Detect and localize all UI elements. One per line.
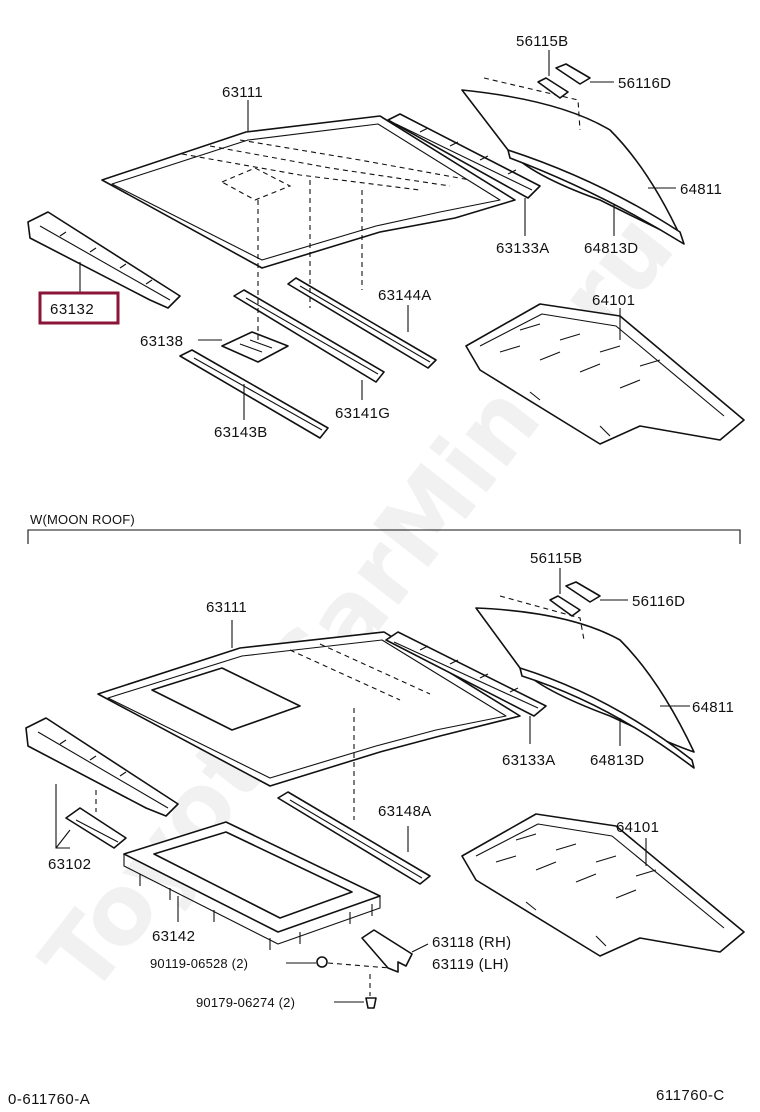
stopper-2[interactable] xyxy=(555,63,591,85)
label-stopper-2[interactable]: 56116D xyxy=(618,75,671,92)
label-roof-panel[interactable]: 63111 xyxy=(222,84,263,101)
label-back-window[interactable]: 64811 xyxy=(680,181,722,198)
label-package-tray-moon[interactable]: 64101 xyxy=(616,819,659,836)
roof-bow-1[interactable] xyxy=(287,277,437,369)
rear-header-moon[interactable] xyxy=(385,631,547,717)
front-header-panel[interactable] xyxy=(27,211,181,309)
label-roof-panel-moon[interactable]: 63111 xyxy=(206,599,247,616)
label-stopper-1-moon[interactable]: 56115B xyxy=(530,550,582,567)
label-bow-2[interactable]: 63141G xyxy=(335,405,390,422)
roof-panel[interactable] xyxy=(101,115,516,269)
front-header-bracket[interactable] xyxy=(65,807,127,849)
align-bolt xyxy=(327,962,391,969)
label-weatherstrip[interactable]: 64813D xyxy=(584,240,638,257)
label-front-header[interactable]: 63132 xyxy=(50,301,94,318)
back-window-glass-moon[interactable] xyxy=(475,607,695,769)
label-reinforcement[interactable]: 63138 xyxy=(140,333,183,350)
roof-bow-3[interactable] xyxy=(179,349,329,439)
label-bow-3[interactable]: 63143B xyxy=(214,424,268,441)
roof-panel-moon[interactable] xyxy=(97,631,521,787)
label-front-header-moon[interactable]: 63102 xyxy=(48,856,91,873)
moon-roof-frame[interactable] xyxy=(123,821,381,950)
front-header-moon[interactable] xyxy=(25,717,179,817)
label-frame[interactable]: 63142 xyxy=(152,928,195,945)
roof-bow-moon[interactable] xyxy=(277,791,431,885)
label-bracket-rh[interactable]: 63118 (RH) xyxy=(432,934,511,951)
package-tray[interactable] xyxy=(465,303,745,445)
label-stopper-1[interactable]: 56115B xyxy=(516,33,568,50)
section-bracket xyxy=(27,529,741,544)
align-stopper-moon xyxy=(499,595,585,641)
stopper-2-moon[interactable] xyxy=(565,581,601,603)
stopper-1-moon[interactable] xyxy=(549,595,581,617)
leader-side-bracket xyxy=(411,943,429,953)
label-clip[interactable]: 90179-06274 (2) xyxy=(196,995,295,1010)
moon-roof-heading: W(MOON ROOF) xyxy=(30,512,135,527)
label-back-window-moon[interactable]: 64811 xyxy=(692,699,734,716)
label-bracket-lh[interactable]: 63119 (LH) xyxy=(432,956,509,973)
rear-header-panel[interactable] xyxy=(387,113,541,199)
label-rear-header[interactable]: 63133A xyxy=(496,240,550,257)
bottom-section: W(MOON ROOF) 63111 63133A xyxy=(25,512,745,1010)
stopper-1[interactable] xyxy=(537,77,569,99)
clip[interactable] xyxy=(365,997,377,1009)
label-bolt[interactable]: 90119-06528 (2) xyxy=(150,956,248,971)
back-window-glass[interactable] xyxy=(461,89,685,245)
label-bow-1[interactable]: 63144A xyxy=(378,287,432,304)
label-package-tray[interactable]: 64101 xyxy=(592,292,635,309)
side-bracket[interactable] xyxy=(361,929,413,973)
roof-bow-2[interactable] xyxy=(233,289,385,383)
label-rear-header-moon[interactable]: 63133A xyxy=(502,752,556,769)
highlight-box xyxy=(38,291,120,325)
footer-left-code: 0-611760-A xyxy=(8,1091,90,1108)
reinforcement-pad[interactable] xyxy=(221,331,289,363)
bolt[interactable] xyxy=(316,956,328,968)
label-bow-moon[interactable]: 63148A xyxy=(378,803,432,820)
top-section: 63111 63133A 63132 63138 xyxy=(27,33,745,445)
package-tray-moon[interactable] xyxy=(461,813,745,957)
leader-front-header-moon xyxy=(55,784,71,849)
footer-right-code: 611760-C xyxy=(656,1087,725,1104)
label-weatherstrip-moon[interactable]: 64813D xyxy=(590,752,644,769)
label-stopper-2-moon[interactable]: 56116D xyxy=(632,593,685,610)
